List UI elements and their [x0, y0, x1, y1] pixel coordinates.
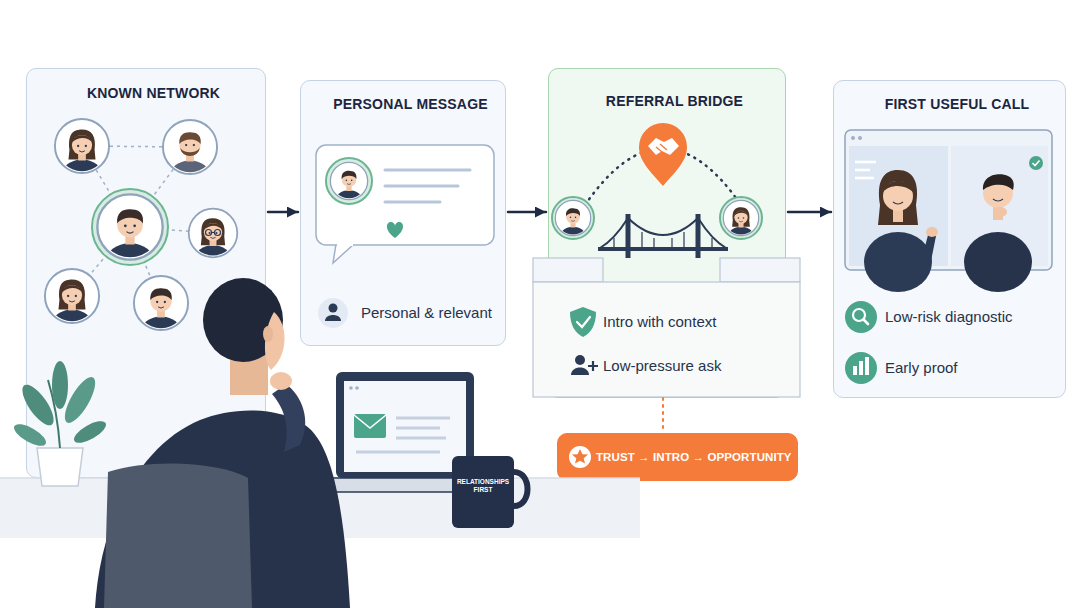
desk-scene-part [0, 478, 640, 538]
desk-scene-part [349, 386, 353, 390]
stage-panel: KNOWN NETWORK [26, 68, 266, 478]
panel-item: Intro with context [603, 313, 781, 331]
stage-panel: REFERRAL BRIDGEIntro with contextLow-pre… [548, 68, 786, 398]
panel-heading: KNOWN NETWORK [35, 84, 272, 102]
dotted-link [662, 398, 664, 433]
stage-panel: PERSONAL MESSAGEPersonal & relevant [300, 80, 506, 346]
panel-item: Early proof [885, 359, 1063, 377]
summary-pill: TRUST → INTRO → OPPORTUNITY [557, 433, 798, 481]
desk-scene-part [396, 417, 450, 420]
desk-scene-part [396, 427, 440, 430]
desk-scene-part [272, 384, 305, 452]
desk-scene-part [265, 312, 285, 370]
desk-scene-part [452, 456, 514, 528]
desk-scene-part [104, 463, 252, 608]
desk-scene-part [355, 386, 359, 390]
panel-item: Low-pressure ask [603, 357, 781, 375]
desk-scene-part [514, 472, 528, 506]
desk-scene-part [336, 372, 474, 478]
flow-arrow [508, 211, 546, 214]
panel-item: Low-risk diagnostic [885, 308, 1063, 326]
panel-heading: FIRST USEFUL CALL [842, 95, 1072, 113]
panel-heading: REFERRAL BRIDGE [557, 92, 792, 110]
desk-scene-part [270, 372, 292, 390]
panel-item: Personal & relevant [361, 304, 501, 322]
desk-scene-part [354, 414, 386, 438]
desk-scene-part [344, 381, 466, 472]
desk-scene-part [356, 451, 440, 454]
flow-arrow [268, 211, 298, 214]
stage-panel: FIRST USEFUL CALLLow-risk diagnosticEarl… [833, 80, 1066, 398]
desk-scene-part [396, 437, 446, 440]
panel-heading: PERSONAL MESSAGE [309, 95, 512, 113]
flow-arrow [788, 211, 831, 214]
mug-text: RELATIONSHIPS FIRST [452, 478, 514, 494]
desk-scene-part [354, 415, 386, 428]
pill-text: TRUST → INTRO → OPPORTUNITY [596, 448, 796, 466]
